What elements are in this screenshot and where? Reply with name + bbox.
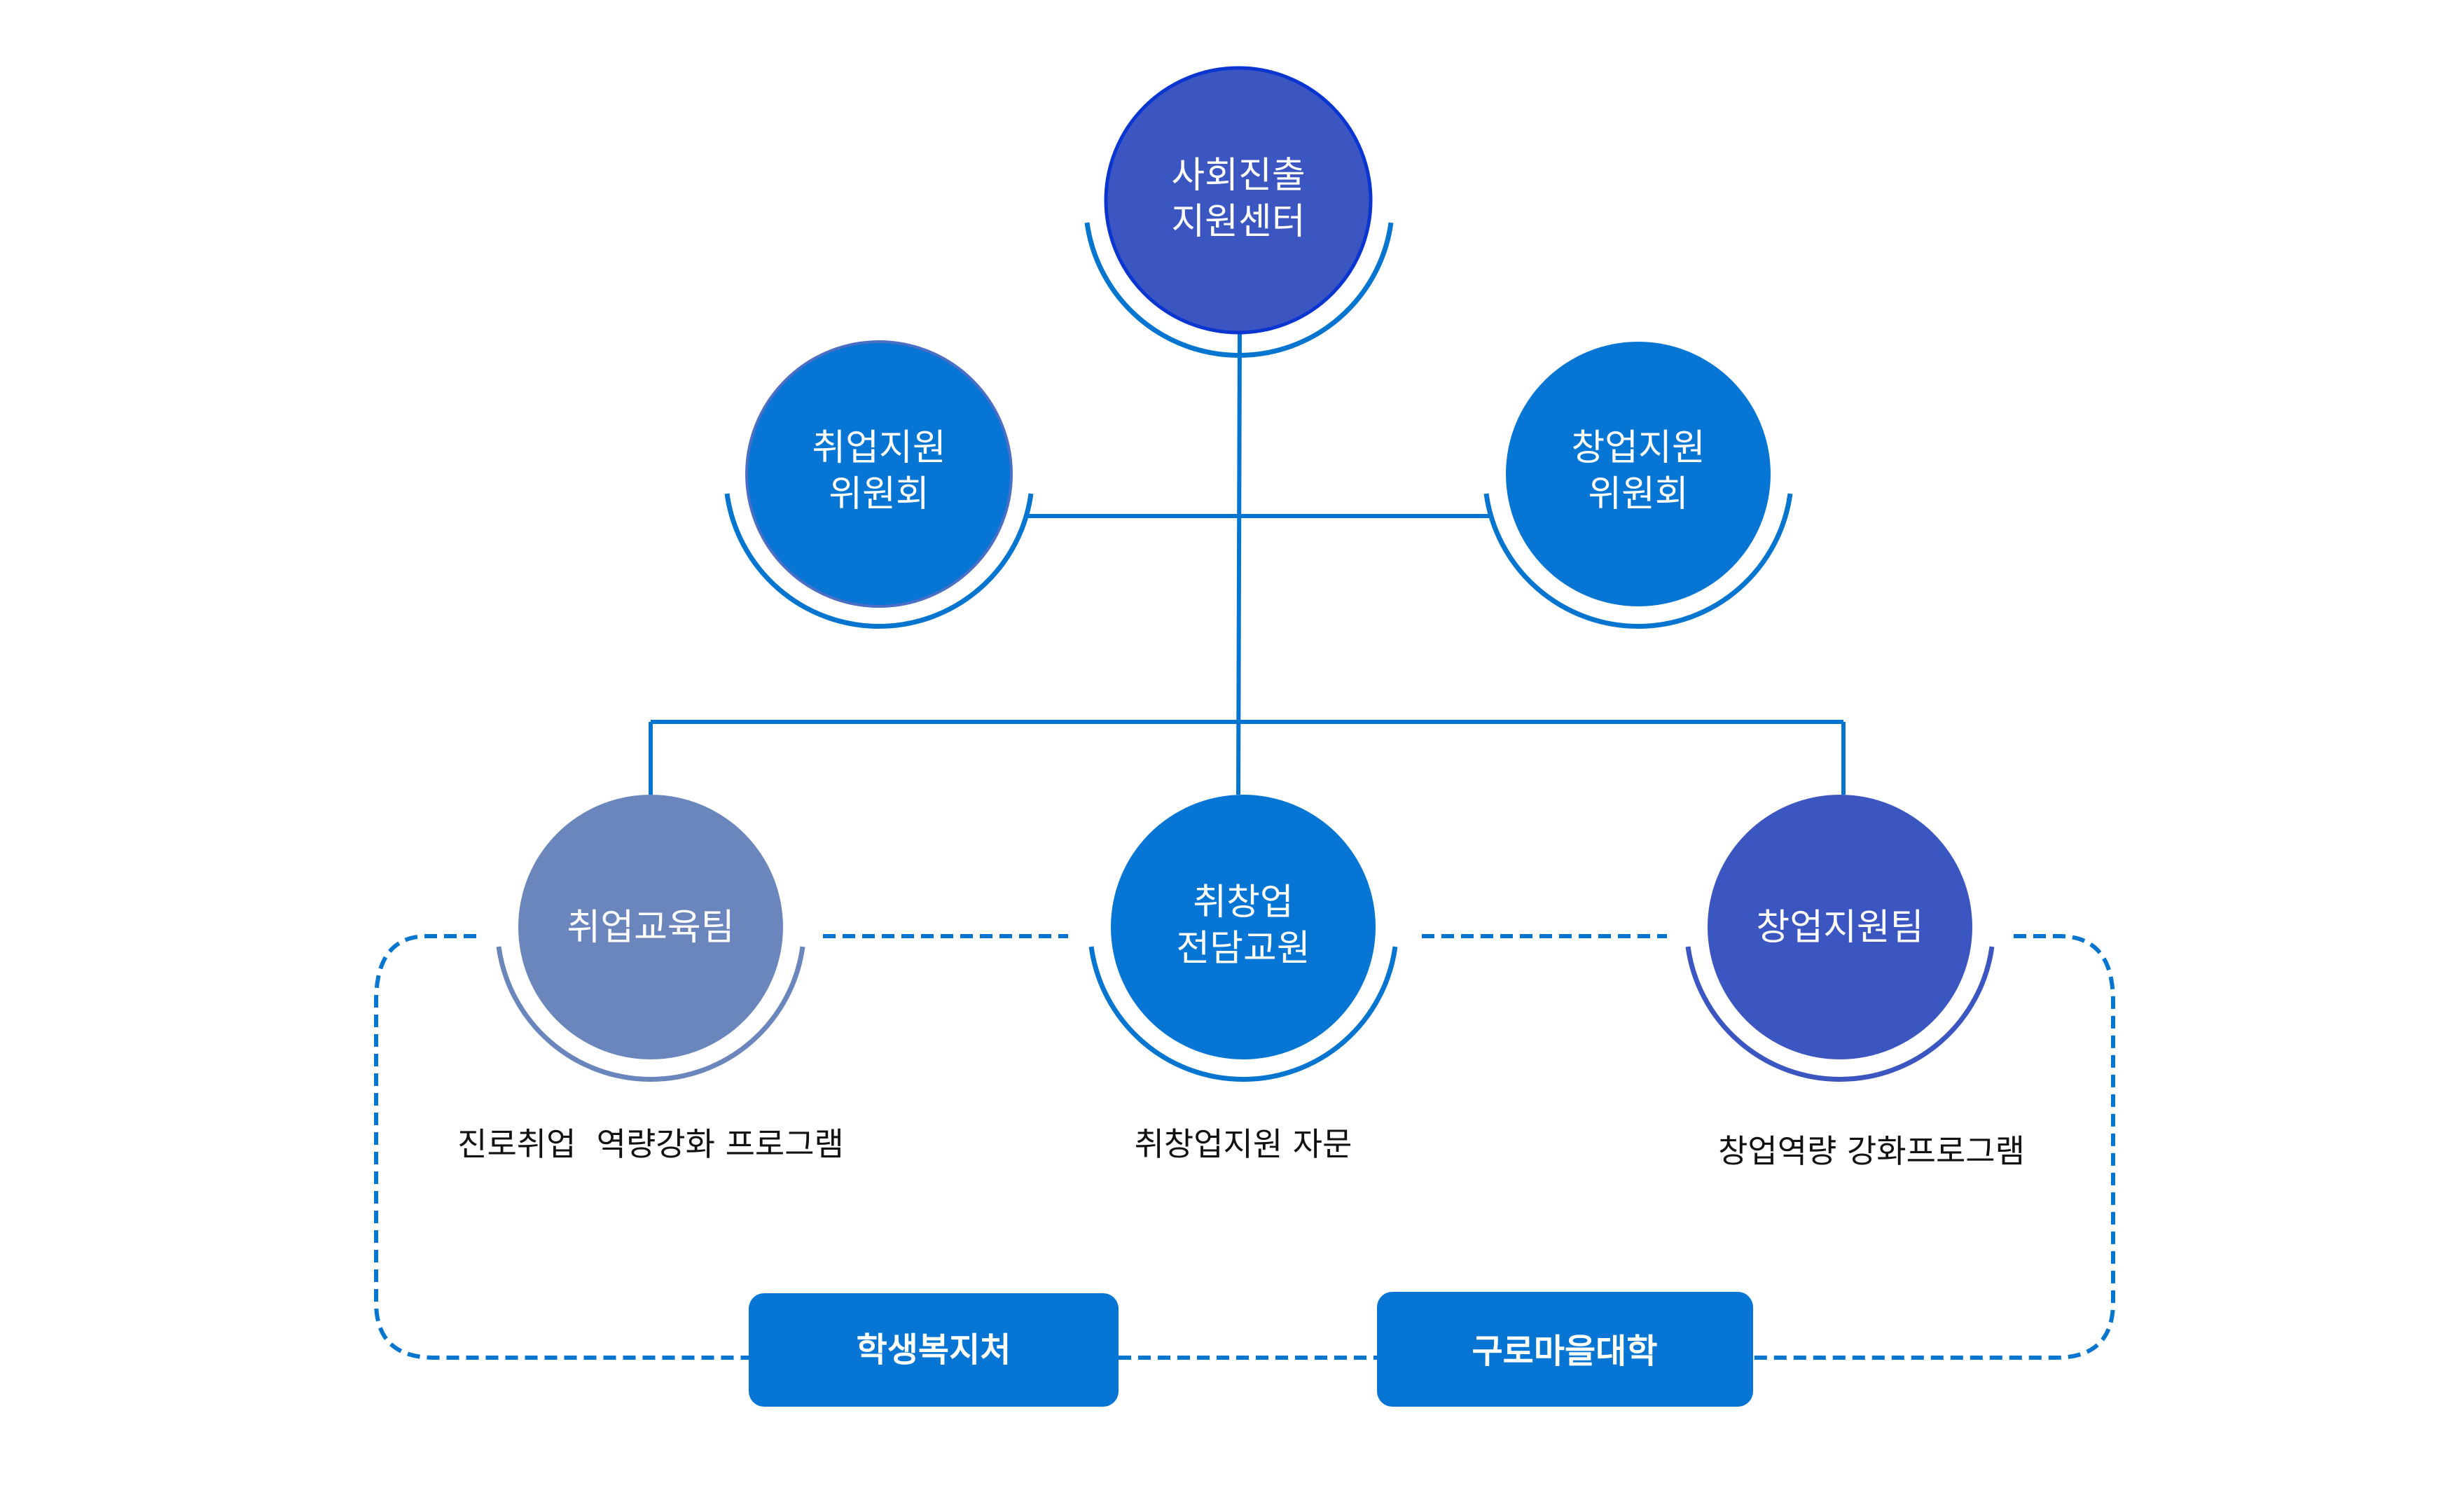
team-startup-support-arc	[1685, 946, 1995, 1082]
committee-startup-label-line1: 창업지원	[1571, 427, 1705, 469]
team-dedicated-faculty-label-line2: 전담교원	[1176, 928, 1310, 970]
dash-outer-right	[1753, 934, 2115, 1360]
center-node-circle	[1104, 66, 1373, 335]
partner-dashed-lines	[374, 934, 2115, 1360]
committee-employment-arc	[724, 493, 1034, 629]
center-node-label-line2: 지원센터	[1171, 201, 1305, 243]
team-startup-support-circle	[1708, 795, 1972, 1059]
partner-guro-village-college-label: 구로마을대학	[1472, 1332, 1658, 1371]
partner-guro-village-college[interactable]: 구로마을대학	[1377, 1292, 1753, 1407]
partner-student-welfare-label: 학생복지처	[857, 1330, 1011, 1370]
partner-student-welfare[interactable]: 학생복지처	[749, 1293, 1119, 1407]
team-employment-education[interactable]: 취업교육팀 진로취업 역량강화 프로그램	[457, 795, 844, 1163]
team-dedicated-faculty-label-line1: 취창업	[1193, 882, 1294, 924]
team-employment-education-arc	[496, 946, 805, 1082]
committee-startup-label-line2: 위원회	[1588, 473, 1689, 515]
team-dedicated-faculty-arc	[1088, 946, 1398, 1082]
committee-employment-label-line1: 취업지원	[812, 427, 946, 469]
partner-guro-village-college-box	[1377, 1292, 1753, 1407]
committee-startup-arc	[1483, 493, 1793, 629]
team-employment-education-label: 취업교육팀	[567, 907, 734, 949]
team-dedicated-faculty-description: 취창업지원 자문	[1135, 1125, 1352, 1163]
committee-startup[interactable]: 창업지원 위원회	[1483, 342, 1793, 629]
center-node-arc	[1084, 222, 1394, 358]
center-node[interactable]: 사회진출 지원센터	[1084, 66, 1394, 358]
committee-employment[interactable]: 취업지원 위원회	[724, 340, 1034, 629]
committee-employment-label-line2: 위원회	[829, 473, 929, 515]
committee-startup-circle	[1506, 342, 1771, 606]
trunk-line	[1236, 332, 1242, 795]
team-startup-support-description: 창업역량 강화프로그램	[1718, 1132, 2025, 1170]
center-node-label-line1: 사회진출	[1171, 155, 1305, 197]
team-dedicated-faculty-circle	[1111, 795, 1376, 1059]
team-startup-support-label: 창업지원팀	[1756, 907, 1923, 949]
team-startup-support[interactable]: 창업지원팀 창업역량 강화프로그램	[1685, 795, 2025, 1170]
committee-employment-circle	[745, 340, 1013, 608]
partner-student-welfare-box	[749, 1293, 1119, 1407]
team-employment-education-description: 진로취업 역량강화 프로그램	[457, 1125, 844, 1163]
connector-lines	[649, 332, 1846, 795]
team-employment-education-circle	[518, 795, 783, 1059]
team-dedicated-faculty[interactable]: 취창업 전담교원 취창업지원 자문	[1088, 795, 1398, 1163]
